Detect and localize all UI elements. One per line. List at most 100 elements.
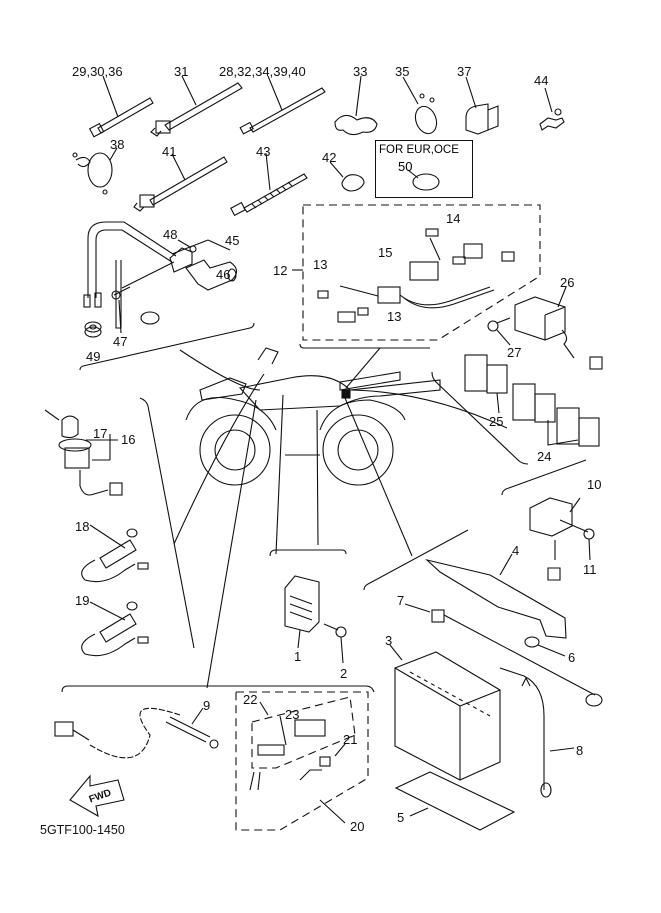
section-bracket-relay-10 (501, 459, 587, 496)
wire-harness-kit-12 (292, 204, 541, 349)
battery-sheet-5 (394, 771, 516, 831)
callout-3: 3 (385, 633, 393, 648)
screw-47 (111, 286, 131, 334)
clamp-37 (465, 76, 499, 135)
grommet-49 (84, 321, 102, 338)
callout-14: 14 (446, 211, 461, 226)
callout-38: 38 (110, 137, 125, 152)
region-note-box: FOR EUR,OCE 50 (375, 140, 473, 198)
callout-7: 7 (397, 593, 405, 608)
callout-10: 10 (587, 477, 602, 492)
callout-33: 33 (353, 64, 368, 79)
fwd-arrow (69, 774, 125, 818)
starter-relay-10 (529, 497, 589, 581)
callout-22: 22 (243, 692, 258, 707)
cdi-unit-26 (514, 286, 603, 370)
leader-relays (344, 389, 508, 429)
grommet-35 (402, 76, 438, 135)
cable-tie-28-32-34-39-40 (239, 75, 326, 135)
callout-24: 24 (537, 449, 552, 464)
callout-37: 37 (457, 64, 472, 79)
callout-41: 41 (162, 144, 177, 159)
section-bracket-relays (431, 371, 529, 465)
section-bracket-battery (363, 529, 469, 591)
battery-cable-8 (499, 667, 575, 798)
callout-28-32-34-39-40: 28,32,34,39,40 (219, 64, 306, 79)
battery-cable-7 (404, 603, 603, 707)
callout-49: 49 (86, 349, 101, 364)
cable-tie-29-30-36 (88, 75, 154, 138)
callout-1: 1 (294, 649, 302, 664)
battery-band-4 (425, 553, 567, 639)
callout-18: 18 (75, 519, 90, 534)
section-bracket-lower (61, 685, 375, 693)
section-bracket-left-top (79, 322, 255, 371)
leader-section-top (179, 349, 261, 391)
leader-battery (344, 397, 413, 557)
leader-harness (275, 394, 284, 555)
leader-lower (206, 399, 257, 689)
bolt-2 (323, 623, 347, 664)
callout-31: 31 (174, 64, 189, 79)
leader-box-12 (345, 347, 381, 389)
damper-6 (524, 636, 566, 657)
callout-25: 25 (489, 414, 504, 429)
callout-43: 43 (256, 144, 271, 159)
section-bracket-left-mid (139, 397, 195, 649)
callout-23: 23 (285, 707, 300, 722)
harness-wire-38 (72, 147, 118, 195)
cable-tie-43 (230, 152, 308, 217)
sensor-19 (81, 601, 149, 657)
screw-27 (487, 317, 511, 346)
clamp-33 (334, 75, 378, 136)
leader-switch (173, 373, 265, 545)
callout-2: 2 (340, 666, 348, 681)
callout-13-left: 13 (313, 257, 328, 272)
section-bracket-regulator (269, 549, 347, 557)
main-switch-16 (44, 409, 123, 496)
leader-regulator (316, 409, 319, 546)
sub-harness-20 (235, 691, 369, 831)
callout-27: 27 (507, 345, 522, 360)
callout-44: 44 (534, 73, 549, 88)
clip-42 (329, 161, 365, 192)
rectifier-regulator-1 (284, 575, 320, 649)
choke-cable-assembly-45 (83, 221, 238, 329)
callout-8: 8 (576, 743, 584, 758)
callout-50: 50 (398, 159, 413, 174)
callout-13-right: 13 (387, 309, 402, 324)
callout-19: 19 (75, 593, 90, 608)
callout-46: 46 (216, 267, 231, 282)
callout-5: 5 (397, 810, 405, 825)
sensor-18 (81, 524, 149, 583)
callout-21: 21 (343, 732, 358, 747)
callout-47: 47 (113, 334, 128, 349)
relay-24a (512, 383, 556, 423)
callout-9: 9 (203, 698, 211, 713)
relay-25 (464, 354, 508, 394)
callout-17: 17 (93, 426, 108, 441)
bolt-11 (583, 528, 595, 561)
leader-25 (496, 392, 500, 414)
callout-35: 35 (395, 64, 410, 79)
region-note-text: FOR EUR,OCE (379, 144, 459, 156)
callout-42: 42 (322, 150, 337, 165)
callout-20: 20 (350, 819, 365, 834)
o-ring-50 (407, 169, 440, 191)
wire-lead-9 (54, 707, 219, 759)
nut-48 (177, 239, 197, 253)
callout-29-30-36: 29,30,36 (72, 64, 123, 79)
callout-16: 16 (121, 432, 136, 447)
bracket-24 (547, 420, 579, 446)
clip-44 (539, 87, 565, 131)
battery-3 (389, 644, 501, 781)
callout-26: 26 (560, 275, 575, 290)
callout-15: 15 (378, 245, 393, 260)
relay-24b (556, 407, 600, 447)
callout-12: 12 (273, 263, 288, 278)
diagram-code: 5GTF100-1450 (40, 823, 125, 837)
atv-vehicle (185, 347, 441, 486)
callout-11: 11 (583, 562, 597, 577)
callout-45: 45 (225, 233, 240, 248)
